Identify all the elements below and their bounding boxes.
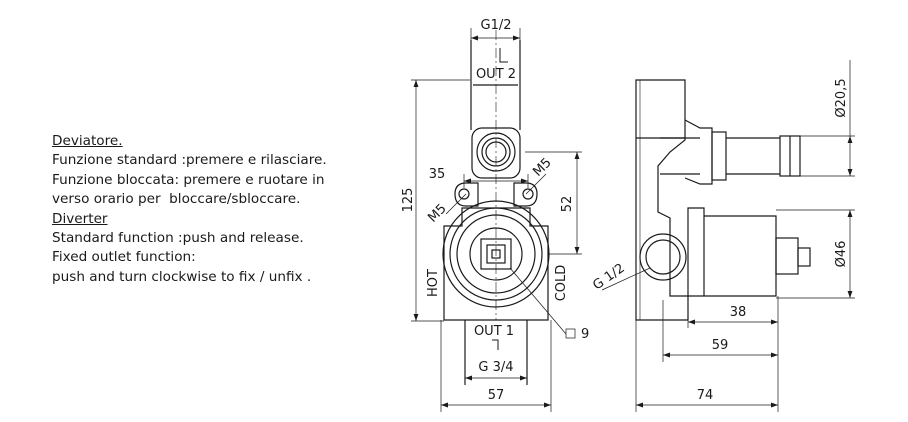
upper-nut (471, 127, 521, 179)
side-dimensions (601, 60, 855, 412)
label-hot: HOT (426, 269, 441, 297)
label-g12-top: G1/2 (481, 18, 512, 33)
label-dia-20-5: Ø20,5 (834, 78, 849, 117)
lug-left (454, 182, 479, 207)
label-m5-right: M5 (530, 155, 554, 179)
label-dia-46: Ø46 (834, 241, 849, 268)
label-dim-38: 38 (730, 305, 747, 320)
label-g12-side: G 1/2 (590, 261, 627, 293)
side-back-plate (635, 79, 689, 321)
label-dim-52: 52 (560, 196, 575, 213)
lug-right (513, 182, 538, 207)
front-view (442, 30, 550, 385)
label-g34-bottom: G 3/4 (478, 360, 513, 375)
label-out1: OUT 1 (474, 324, 514, 339)
label-dim-57: 57 (488, 388, 505, 403)
description-notes: Deviatore. Funzione standard :premere e … (52, 132, 327, 287)
label-dim-125: 125 (401, 188, 416, 213)
label-m5-left: M5 (425, 201, 449, 225)
front-labels: G1/2 OUT 2 125 35 52 M5 M5 HOT COLD OUT … (401, 18, 589, 403)
diverter-square-drive (480, 238, 512, 270)
side-diverter-housing (687, 207, 777, 297)
notes-line-english-2: Fixed outlet function: (52, 249, 196, 266)
label-out2: OUT 2 (476, 67, 516, 82)
notes-line-english-3: push and turn clockwise to fix / unfix . (52, 268, 312, 285)
side-labels: Ø20,5 Ø46 G 1/2 38 59 74 (590, 78, 849, 403)
front-dimensions (411, 28, 582, 412)
upper-port (476, 132, 516, 172)
valve-body (443, 207, 549, 321)
notes-heading-italian: Deviatore. (52, 133, 123, 149)
label-cold: COLD (554, 265, 569, 302)
notes-heading-english: Diverter (52, 210, 108, 227)
label-dim-35: 35 (429, 167, 446, 182)
notes-line-italian-3: verso orario per bloccare/sbloccare. (52, 191, 301, 208)
label-dim-74: 74 (697, 388, 714, 403)
side-inlet-port (639, 233, 687, 281)
notes-line-italian-2: Funzione bloccata: premere e ruotare in (52, 171, 325, 188)
side-view (635, 79, 811, 321)
notes-line-english-1: Standard function :push and release. (52, 230, 304, 247)
label-dim-59: 59 (712, 338, 729, 353)
notes-line-italian-1: Funzione standard :premere e rilasciare. (52, 152, 327, 169)
label-callout-9: 9 (581, 327, 589, 342)
